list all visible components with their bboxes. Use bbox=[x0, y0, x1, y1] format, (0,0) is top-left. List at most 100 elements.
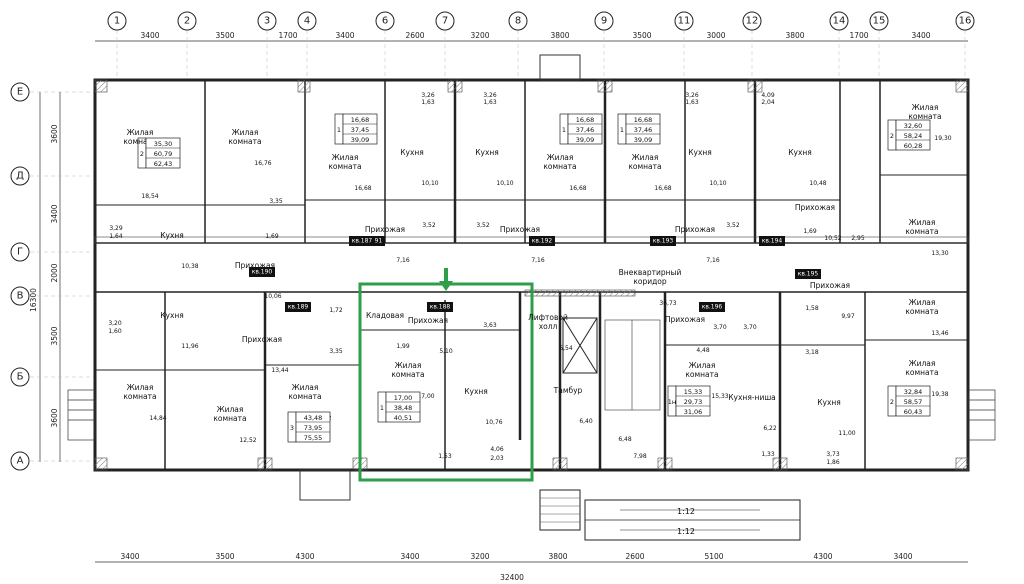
dimension-left: 3600 bbox=[50, 408, 59, 427]
room[interactable]: Прихожая 4,48 bbox=[665, 315, 710, 354]
room-area: 17,00 bbox=[417, 393, 434, 400]
apartment-tag[interactable]: кв.193 bbox=[650, 236, 676, 246]
room-label: Прихожая bbox=[665, 315, 705, 324]
room-label: Кухня bbox=[160, 311, 184, 320]
apartment-tag-label: кв.187 bbox=[352, 238, 373, 245]
axis-label: Е bbox=[17, 87, 23, 98]
area-value: 1,63 bbox=[483, 99, 497, 106]
dimension-bottom: 4300 bbox=[813, 552, 832, 561]
axis-label: 9 bbox=[601, 16, 607, 27]
area-value: 1,63 bbox=[421, 99, 435, 106]
area-value: 3,26 bbox=[685, 92, 699, 99]
axis-label: 8 bbox=[515, 16, 521, 27]
apartment-room-count: 1 bbox=[380, 404, 384, 412]
living-area: 15,33 bbox=[684, 388, 703, 396]
axis-label: 2 bbox=[184, 16, 190, 27]
dimension-bottom: 3500 bbox=[215, 552, 234, 561]
apartment-tag[interactable]: кв.195 bbox=[795, 269, 821, 279]
room-area: 15,33 bbox=[711, 393, 728, 400]
total-depth: 16300 bbox=[29, 288, 38, 312]
total-area-with-balcony: 60,43 bbox=[904, 408, 923, 416]
axis-label: Г bbox=[17, 247, 23, 258]
room-label: Прихожая bbox=[675, 225, 715, 234]
apartment-tag[interactable]: кв.189 bbox=[285, 302, 311, 312]
axis-marker-1: 2 bbox=[177, 11, 197, 31]
apartment-tag[interactable]: кв.190 bbox=[249, 267, 275, 277]
total-area: 58,57 bbox=[904, 398, 923, 406]
axis-marker-9: 12 bbox=[742, 11, 762, 31]
axis-label: 1 bbox=[114, 16, 120, 27]
dimension-lines bbox=[39, 40, 968, 563]
apartment-tag[interactable]: кв.187 bbox=[349, 236, 375, 246]
room-area: 7,16 bbox=[531, 257, 545, 264]
apartment-tag[interactable]: кв.192 bbox=[529, 236, 555, 246]
ramp-slope-lower: 1:12 bbox=[677, 527, 695, 536]
apartment-tag-label: кв.190 bbox=[252, 269, 273, 276]
room-area: 10,52 bbox=[824, 235, 841, 242]
room-area: 19,38 bbox=[931, 391, 948, 398]
room-area: 10,76 bbox=[485, 419, 502, 426]
apartment-room-count: 1 bbox=[620, 126, 624, 134]
apartment-tag[interactable]: кв.196 bbox=[699, 302, 725, 312]
room-label: Кухня bbox=[688, 148, 712, 157]
apartment-tag[interactable]: кв.188 bbox=[427, 302, 453, 312]
living-area: 16,68 bbox=[351, 116, 370, 124]
total-area-with-balcony: 39,09 bbox=[351, 136, 370, 144]
dimension-top: 3500 bbox=[215, 31, 234, 40]
dimension-bottom: 5100 bbox=[704, 552, 723, 561]
axis-marker-row-4: Б bbox=[10, 367, 30, 387]
apartment-tag[interactable]: кв.194 bbox=[759, 236, 785, 246]
room-area: 4,48 bbox=[696, 347, 710, 354]
axis-label: 6 bbox=[382, 16, 388, 27]
axis-marker-4: 6 bbox=[375, 11, 395, 31]
axis-label: 11 bbox=[678, 16, 691, 27]
area-value: 7,98 bbox=[633, 453, 647, 460]
